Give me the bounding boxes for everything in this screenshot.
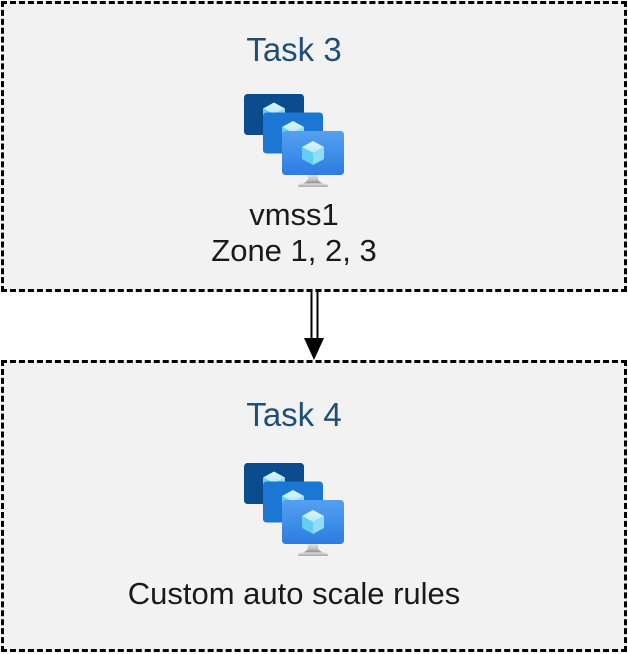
task3-to-task4-arrow	[301, 292, 327, 360]
task4-box: Task 4 Custom auto scale rules	[1, 360, 627, 652]
autoscale-rules-label: Custom auto scale rules	[127, 575, 461, 611]
task3-content: Task 3 vmss1 Zone 1, 2, 3	[0, 4, 604, 289]
task3-box: Task 3 vmss1 Zone 1, 2, 3	[1, 1, 627, 292]
task4-title: Task 4	[246, 396, 342, 433]
task3-title: Task 3	[246, 31, 342, 68]
vmss-name-label: vmss1	[249, 196, 339, 232]
vm-scale-sets-icon	[244, 463, 344, 556]
zones-label: Zone 1, 2, 3	[211, 232, 377, 268]
task4-labels: Custom auto scale rules	[128, 576, 461, 612]
task4-content: Task 4 Custom auto scale rules	[0, 363, 604, 649]
task3-labels: vmss1 Zone 1, 2, 3	[211, 197, 376, 269]
vm-scale-sets-icon	[244, 94, 344, 187]
